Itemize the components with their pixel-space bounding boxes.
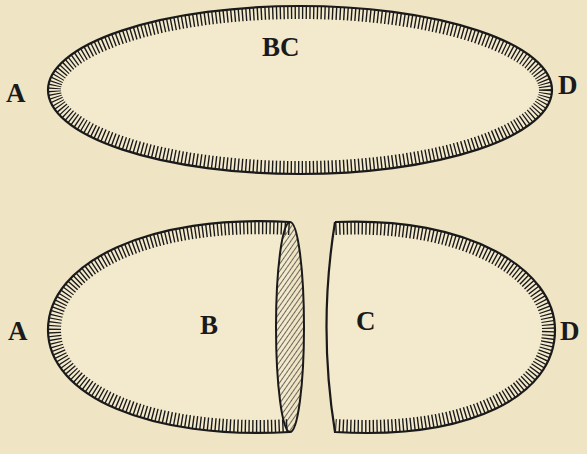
point-label: A <box>8 318 28 345</box>
cut-face <box>276 222 304 432</box>
section-label: BC <box>262 34 300 61</box>
point-label: A <box>6 80 26 107</box>
section-label: B <box>200 312 218 339</box>
right-half <box>327 222 556 433</box>
whole-egg <box>48 6 552 174</box>
left-half <box>48 221 304 433</box>
point-label: D <box>560 318 580 345</box>
point-label: D <box>558 72 578 99</box>
section-label: C <box>356 308 376 335</box>
